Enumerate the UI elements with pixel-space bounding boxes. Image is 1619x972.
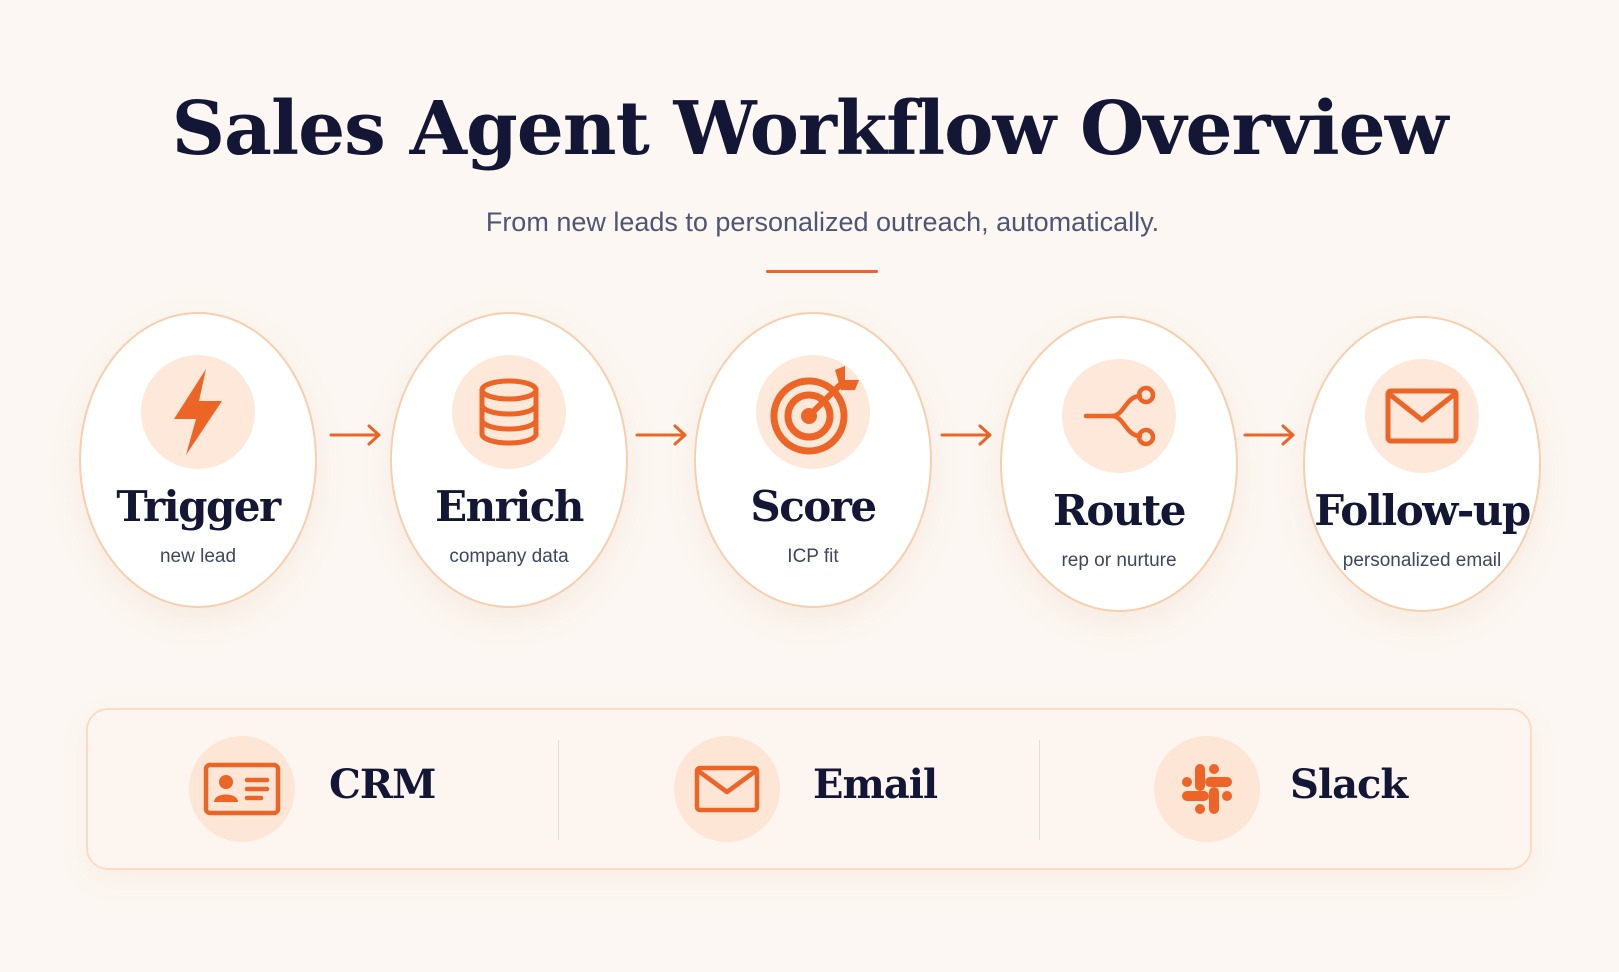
integration-label-slack: Slack (1290, 761, 1408, 808)
page-subtitle: From new leads to personalized outreach,… (485, 207, 1160, 237)
arrow-icon (329, 423, 383, 447)
step-title: Route (1052, 486, 1187, 535)
target-icon (756, 355, 870, 469)
step-title: Follow-up (1314, 486, 1531, 535)
page-title: Sales Agent Workflow Overview (171, 86, 1449, 172)
step-subtitle: ICP fit (787, 546, 839, 567)
integration-label-email: Email (813, 761, 938, 808)
database-icon (452, 355, 566, 469)
title-divider (766, 270, 878, 273)
step-route: Route rep or nurture (1000, 316, 1238, 612)
integration-label-crm: CRM (329, 761, 436, 808)
branch-icon (1062, 359, 1176, 473)
step-subtitle: rep or nurture (1061, 550, 1177, 571)
contact-card-icon (189, 736, 295, 842)
envelope-icon (674, 736, 780, 842)
lightning-bolt-icon (141, 355, 255, 469)
step-subtitle: company data (449, 546, 569, 567)
step-subtitle: new lead (159, 546, 237, 567)
step-title: Enrich (435, 482, 584, 531)
step-score: Score ICP fit (694, 312, 932, 608)
step-title: Trigger (116, 482, 281, 531)
integrations-panel: CRM Email Slack (86, 708, 1532, 870)
arrow-icon (635, 423, 689, 447)
step-title: Score (750, 482, 877, 531)
step-follow-up: Follow-up personalized email (1303, 316, 1541, 612)
integration-divider (558, 740, 559, 840)
arrow-icon (940, 423, 994, 447)
step-subtitle: personalized email (1342, 550, 1502, 571)
arrow-icon (1243, 423, 1297, 447)
envelope-icon (1365, 359, 1479, 473)
slack-icon (1154, 736, 1260, 842)
step-enrich: Enrich company data (390, 312, 628, 608)
step-trigger: Trigger new lead (79, 312, 317, 608)
integration-divider (1039, 740, 1040, 840)
